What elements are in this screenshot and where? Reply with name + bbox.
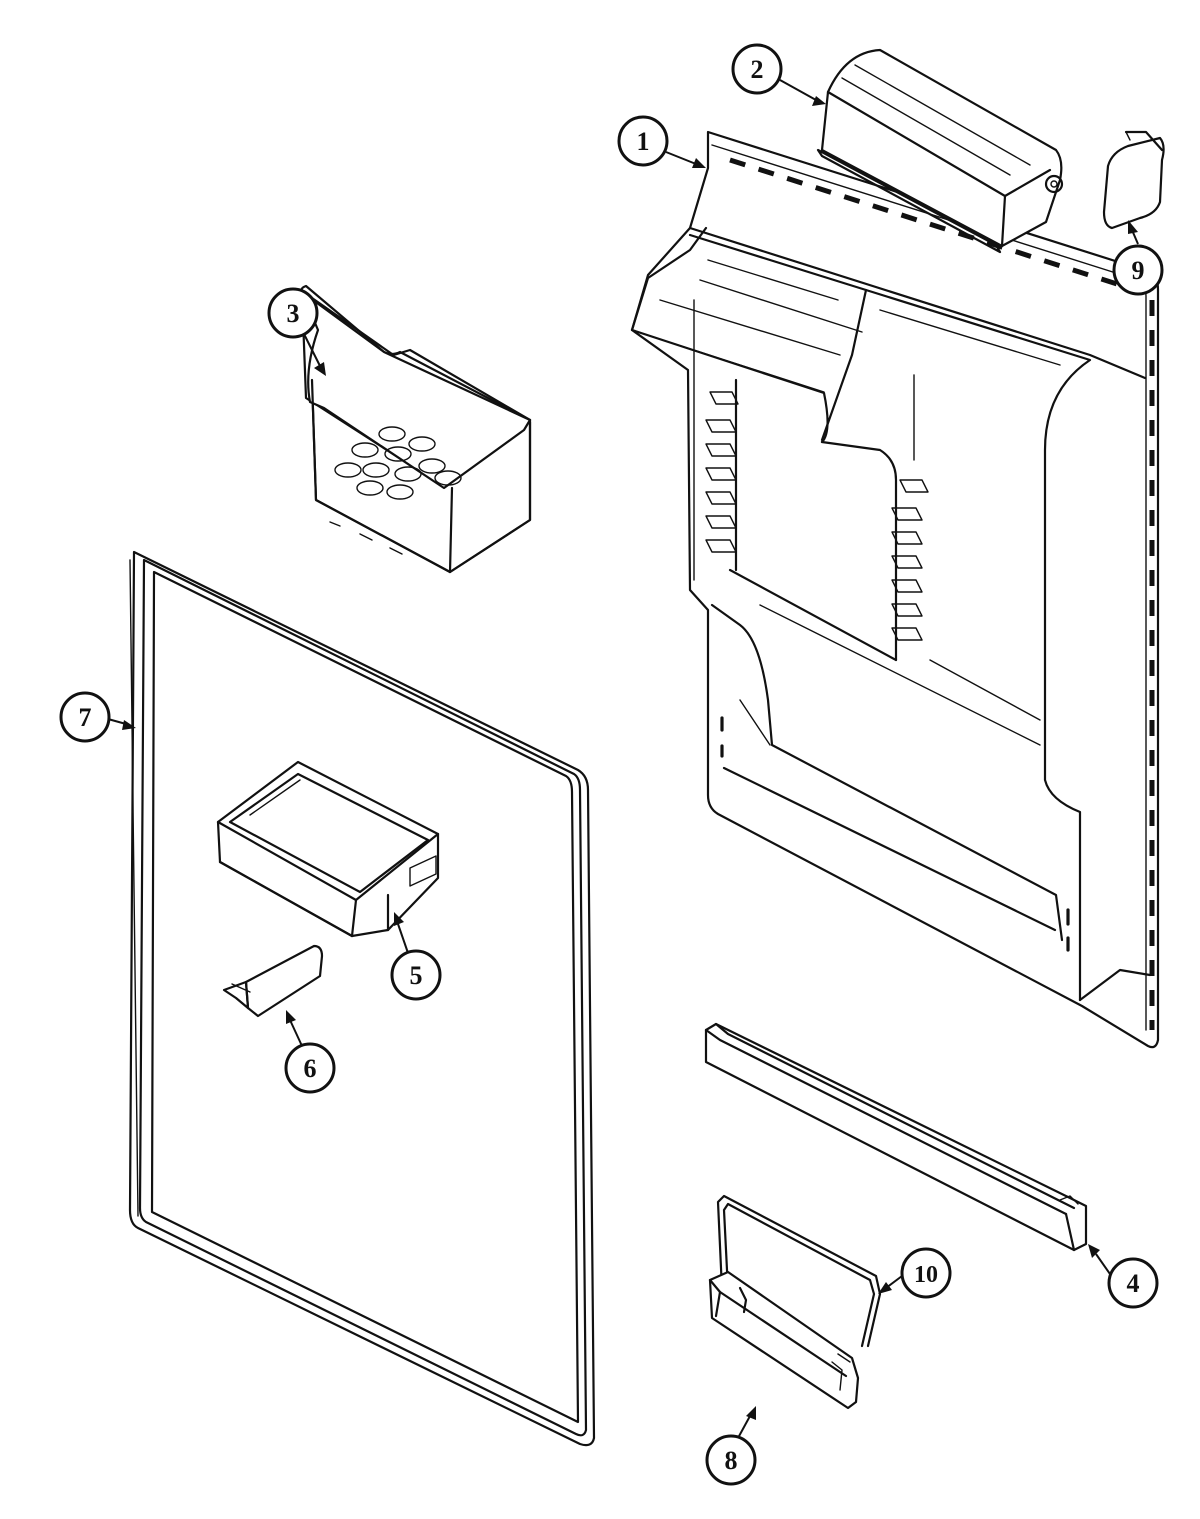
callout-2: 2 bbox=[731, 43, 826, 106]
callout-label-4: 4 bbox=[1127, 1269, 1140, 1298]
part-door-bin bbox=[216, 760, 440, 938]
callout-5: 5 bbox=[390, 912, 442, 1001]
callout-8: 8 bbox=[705, 1406, 757, 1486]
callout-label-3: 3 bbox=[287, 299, 300, 328]
left-rack-slots bbox=[693, 299, 739, 581]
callout-label-2: 2 bbox=[751, 55, 764, 84]
part-dairy-door-cover bbox=[816, 48, 1064, 254]
callout-label-1: 1 bbox=[637, 127, 650, 156]
part-shelf-end-cap bbox=[708, 1270, 860, 1410]
callout-label-5: 5 bbox=[410, 961, 423, 990]
callout-4: 4 bbox=[1088, 1244, 1159, 1309]
callout-label-8: 8 bbox=[725, 1446, 738, 1475]
part-bin-retainer-clip bbox=[222, 944, 324, 1018]
part-hinge-cover bbox=[1102, 130, 1165, 230]
callout-label-10: 10 bbox=[914, 1262, 938, 1288]
right-rack-slots bbox=[891, 479, 929, 641]
callout-7: 7 bbox=[59, 691, 136, 743]
callout-label-6: 6 bbox=[304, 1054, 317, 1083]
callout-10: 10 bbox=[878, 1247, 952, 1299]
callout-3: 3 bbox=[267, 287, 326, 376]
part-door-shelf-bar bbox=[704, 1022, 1088, 1252]
part-door-liner bbox=[630, 130, 1160, 1049]
callout-9: 9 bbox=[1112, 220, 1164, 296]
callout-label-7: 7 bbox=[79, 703, 92, 732]
part-door-gasket bbox=[128, 550, 596, 1447]
callout-6: 6 bbox=[284, 1010, 336, 1094]
callout-label-9: 9 bbox=[1132, 256, 1145, 285]
callout-1: 1 bbox=[617, 115, 706, 168]
part-egg-bin bbox=[300, 284, 532, 574]
